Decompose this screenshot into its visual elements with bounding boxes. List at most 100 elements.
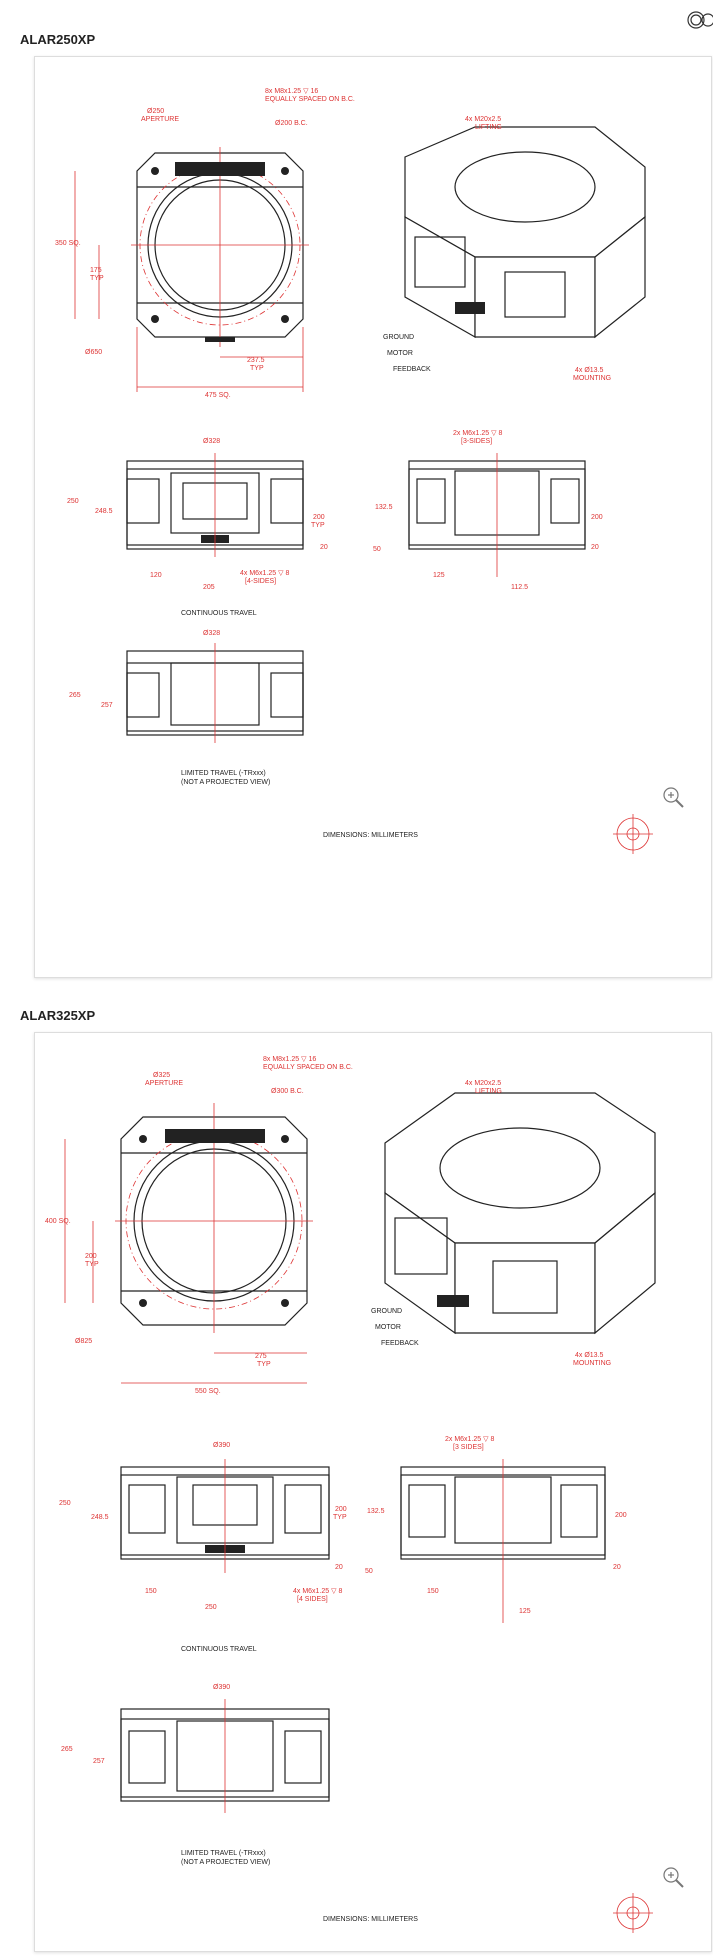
label-continuous: CONTINUOUS TRAVEL bbox=[181, 610, 257, 617]
target-icon[interactable] bbox=[686, 10, 713, 30]
label-265: 265 bbox=[61, 1746, 73, 1753]
label-holes: 4x M6x1.25 ▽ 8 bbox=[240, 570, 289, 577]
label-aperture: Ø325 bbox=[153, 1072, 170, 1079]
label-200-b: 200 bbox=[615, 1512, 627, 1519]
label-200: 200 bbox=[85, 1253, 97, 1260]
limited-travel-view bbox=[120, 1699, 330, 1813]
label-holes-2: [4 SIDES] bbox=[297, 1596, 328, 1603]
label-typ-b: TYP bbox=[257, 1361, 271, 1368]
label-bc: Ø300 B.C. bbox=[271, 1088, 304, 1095]
label-825: Ø825 bbox=[75, 1338, 92, 1345]
label-125: 125 bbox=[519, 1608, 531, 1615]
label-bc: Ø200 B.C. bbox=[275, 120, 308, 127]
label-lifting: 4x M20x2.5 bbox=[465, 116, 501, 123]
target-icon[interactable] bbox=[613, 814, 653, 854]
label-1325: 132.5 bbox=[375, 504, 393, 511]
label-dimensions: DIMENSIONS: MILLIMETERS bbox=[323, 1916, 418, 1923]
label-ground: GROUND bbox=[371, 1308, 402, 1315]
drawing-alar250xp: .k { stroke:#222; fill:none; stroke-widt… bbox=[55, 88, 684, 854]
label-typ-c: TYP bbox=[333, 1514, 347, 1521]
label-lifting-2: LIFTING bbox=[475, 1088, 502, 1095]
label-257: 257 bbox=[93, 1758, 105, 1765]
label-limited: LIMITED TRAVEL (-TRxxx) bbox=[181, 1850, 266, 1857]
target-icon[interactable] bbox=[613, 1893, 653, 1933]
label-sq: 400 SQ. bbox=[45, 1218, 71, 1225]
label-limited-2: (NOT A PROJECTED VIEW) bbox=[181, 779, 270, 786]
top-view bbox=[64, 1103, 313, 1384]
label-257: 257 bbox=[101, 702, 113, 709]
label-150-a: 150 bbox=[145, 1588, 157, 1595]
label-side-2: [3 SIDES] bbox=[453, 1444, 484, 1451]
label-120: 120 bbox=[150, 572, 162, 579]
label-feedback: FEEDBACK bbox=[393, 366, 431, 373]
label-175: 175 bbox=[90, 267, 102, 274]
iso-view bbox=[404, 126, 646, 339]
label-holes-2: [4-SIDES] bbox=[245, 578, 276, 585]
label-motor: MOTOR bbox=[375, 1324, 401, 1331]
label-150-b: 150 bbox=[427, 1588, 439, 1595]
drawing-alar325xp: .k { stroke:#222; fill:none; stroke-widt… bbox=[45, 1056, 684, 1933]
label-bolt: 8x M8x1.25 ▽ 16 bbox=[263, 1056, 316, 1063]
label-200-b: 200 bbox=[591, 514, 603, 521]
label-mount: 4x Ø13.5 bbox=[575, 1352, 604, 1359]
label-motor: MOTOR bbox=[387, 350, 413, 357]
label-20-b: 20 bbox=[591, 544, 599, 551]
label-205: 205 bbox=[203, 584, 215, 591]
label-475: 475 SQ. bbox=[205, 392, 231, 399]
label-50: 50 bbox=[373, 546, 381, 553]
label-bolt: 8x M8x1.25 ▽ 16 bbox=[265, 88, 318, 95]
label-bolt-2: EQUALLY SPACED ON B.C. bbox=[263, 1064, 353, 1071]
label-200-a: 200 bbox=[313, 514, 325, 521]
iso-view bbox=[384, 1092, 656, 1335]
label-aperture: Ø250 bbox=[147, 108, 164, 115]
label-limited: LIMITED TRAVEL (-TRxxx) bbox=[181, 770, 266, 777]
label-328-b: Ø328 bbox=[203, 630, 220, 637]
label-1325: 132.5 bbox=[367, 1508, 385, 1515]
label-lifting-2: LIFTING bbox=[475, 124, 502, 131]
label-mount: 4x Ø13.5 bbox=[575, 367, 604, 374]
label-bolt-2: EQUALLY SPACED ON B.C. bbox=[265, 96, 355, 103]
label-2375: 237.5 bbox=[247, 357, 265, 364]
label-265: 265 bbox=[69, 692, 81, 699]
label-20-b: 20 bbox=[613, 1564, 621, 1571]
drawing-panel-alar325xp: .k { stroke:#222; fill:none; stroke-widt… bbox=[34, 1032, 712, 1952]
label-2485: 248.5 bbox=[95, 508, 113, 515]
label-328-a: Ø328 bbox=[203, 438, 220, 445]
label-sq: 350 SQ. bbox=[55, 240, 81, 247]
label-200-a: 200 bbox=[335, 1506, 347, 1513]
section-title-alar250xp: ALAR250XP bbox=[20, 32, 96, 47]
label-typ-a: TYP bbox=[90, 275, 104, 282]
front-view bbox=[126, 453, 304, 557]
label-20-a: 20 bbox=[335, 1564, 343, 1571]
limited-travel-view bbox=[126, 643, 304, 743]
label-feedback: FEEDBACK bbox=[381, 1340, 419, 1347]
label-lifting: 4x M20x2.5 bbox=[465, 1080, 501, 1087]
side-view bbox=[400, 1459, 606, 1623]
label-ground: GROUND bbox=[383, 334, 414, 341]
side-view bbox=[408, 453, 586, 577]
label-650: Ø650 bbox=[85, 349, 102, 356]
section-title-alar325xp: ALAR325XP bbox=[20, 1008, 96, 1023]
label-side: 2x M6x1.25 ▽ 8 bbox=[445, 1436, 494, 1443]
label-250: 250 bbox=[67, 498, 79, 505]
label-aperture-2: APERTURE bbox=[145, 1080, 183, 1087]
label-275: 275 bbox=[255, 1353, 267, 1360]
label-limited-2: (NOT A PROJECTED VIEW) bbox=[181, 1859, 270, 1866]
front-view bbox=[120, 1459, 330, 1573]
drawing-panel-alar250xp: .k { stroke:#222; fill:none; stroke-widt… bbox=[34, 56, 712, 978]
label-aperture-2: APERTURE bbox=[141, 116, 179, 123]
zoom-in-icon[interactable] bbox=[663, 1867, 684, 1888]
top-view bbox=[74, 147, 309, 392]
label-250-b: 250 bbox=[205, 1604, 217, 1611]
label-holes: 4x M6x1.25 ▽ 8 bbox=[293, 1588, 342, 1595]
label-20-a: 20 bbox=[320, 544, 328, 551]
label-mount-2: MOUNTING bbox=[573, 375, 611, 382]
label-continuous: CONTINUOUS TRAVEL bbox=[181, 1646, 257, 1653]
label-2485: 248.5 bbox=[91, 1514, 109, 1521]
label-1125: 112.5 bbox=[511, 584, 528, 591]
label-50: 50 bbox=[365, 1568, 373, 1575]
zoom-in-icon[interactable] bbox=[663, 787, 684, 808]
label-550: 550 SQ. bbox=[195, 1388, 221, 1395]
label-typ-b: TYP bbox=[250, 365, 264, 372]
label-typ-c: TYP bbox=[311, 522, 325, 529]
